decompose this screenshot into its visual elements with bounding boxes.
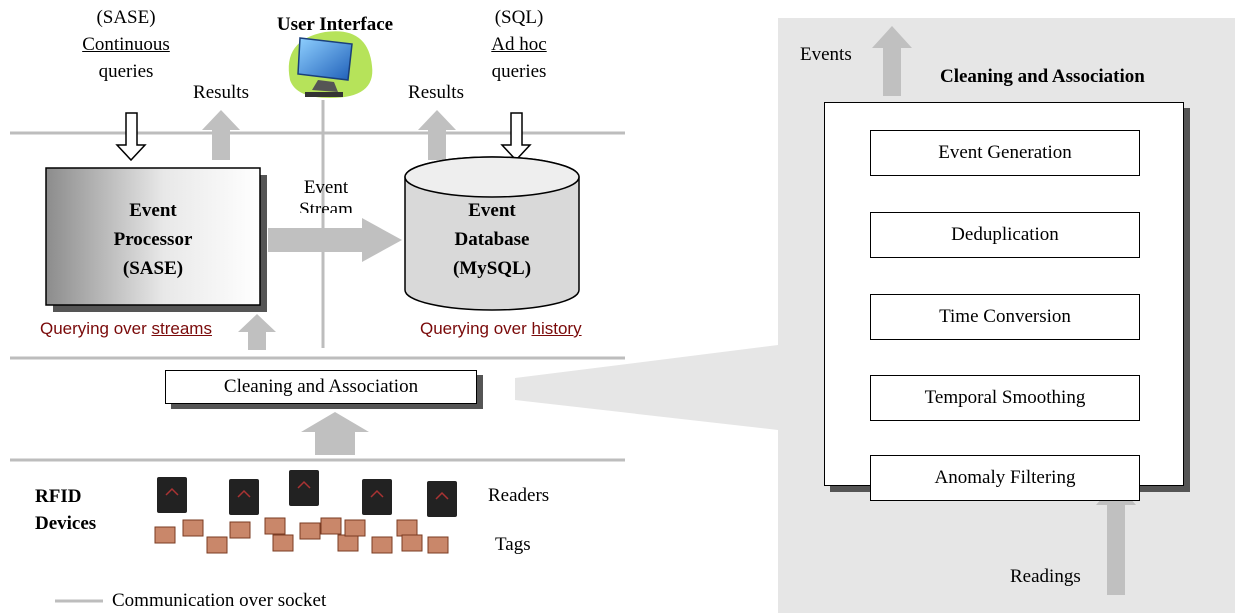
stage-time-conversion: Time Conversion bbox=[870, 294, 1140, 340]
event-processor-box bbox=[45, 167, 261, 306]
processor-input-arrow bbox=[238, 314, 276, 350]
readings-label: Readings bbox=[1010, 566, 1081, 587]
panel-title: Cleaning and Association bbox=[940, 66, 1145, 87]
stage-deduplication: Deduplication bbox=[870, 212, 1140, 258]
sql-label: (SQL) bbox=[494, 7, 544, 28]
querying-history-caption: Querying over history bbox=[420, 318, 582, 340]
querying-history-prefix: Querying over bbox=[420, 319, 532, 338]
database-label-2: Database bbox=[454, 229, 530, 250]
database-label-3: (MySQL) bbox=[452, 258, 532, 279]
stage-anomaly-filtering: Anomaly Filtering bbox=[870, 455, 1140, 501]
processor-label-2: Processor bbox=[113, 229, 193, 250]
querying-streams-caption: Querying over streams bbox=[40, 318, 212, 340]
rfid-label-2: Devices bbox=[35, 513, 97, 534]
event-stream-label-1: Event bbox=[303, 177, 349, 198]
event-database-top bbox=[404, 156, 580, 198]
stage-temporal-smoothing: Temporal Smoothing bbox=[870, 375, 1140, 421]
sase-label: (SASE) bbox=[96, 7, 156, 28]
rfid-tags bbox=[154, 517, 449, 554]
adhoc-query-arrow bbox=[500, 112, 532, 162]
results-arrow-left bbox=[202, 110, 240, 160]
rfid-reader-marks bbox=[165, 480, 449, 500]
event-stream-label-2: Stream bbox=[299, 199, 353, 213]
events-output-arrow bbox=[872, 26, 912, 96]
results-arrow-right bbox=[418, 110, 456, 160]
zoom-connector bbox=[515, 345, 778, 430]
processor-label-1: Event bbox=[129, 200, 177, 221]
rfid-label-1: RFID bbox=[35, 486, 82, 507]
querying-streams-link: streams bbox=[151, 319, 212, 338]
querying-history-link: history bbox=[531, 319, 582, 338]
processor-label-3: (SASE) bbox=[122, 258, 184, 279]
readers-label: Readers bbox=[488, 485, 550, 506]
readings-input-arrow bbox=[1096, 482, 1136, 595]
tags-label: Tags bbox=[495, 534, 531, 555]
results-label-right: Results bbox=[408, 82, 464, 103]
user-interface-label: User Interface bbox=[276, 14, 394, 35]
queries-label-left: queries bbox=[98, 61, 154, 82]
monitor-icon bbox=[288, 31, 373, 98]
queries-label-right: queries bbox=[491, 61, 547, 82]
rfid-readers bbox=[157, 470, 457, 517]
results-label-left: Results bbox=[193, 82, 249, 103]
events-label: Events bbox=[800, 44, 852, 65]
database-label-1: Event bbox=[468, 200, 516, 221]
event-stream-arrow bbox=[268, 218, 402, 262]
adhoc-queries-label: Ad hoc bbox=[491, 34, 547, 55]
legend-label: Communication over socket bbox=[112, 590, 327, 611]
cleaning-association-box: Cleaning and Association bbox=[165, 370, 477, 404]
continuous-queries-label: Continuous bbox=[82, 34, 170, 55]
querying-streams-prefix: Querying over bbox=[40, 319, 152, 338]
continuous-query-arrow bbox=[115, 112, 147, 162]
stage-event-generation: Event Generation bbox=[870, 130, 1140, 176]
cleaning-input-arrow bbox=[301, 412, 369, 455]
